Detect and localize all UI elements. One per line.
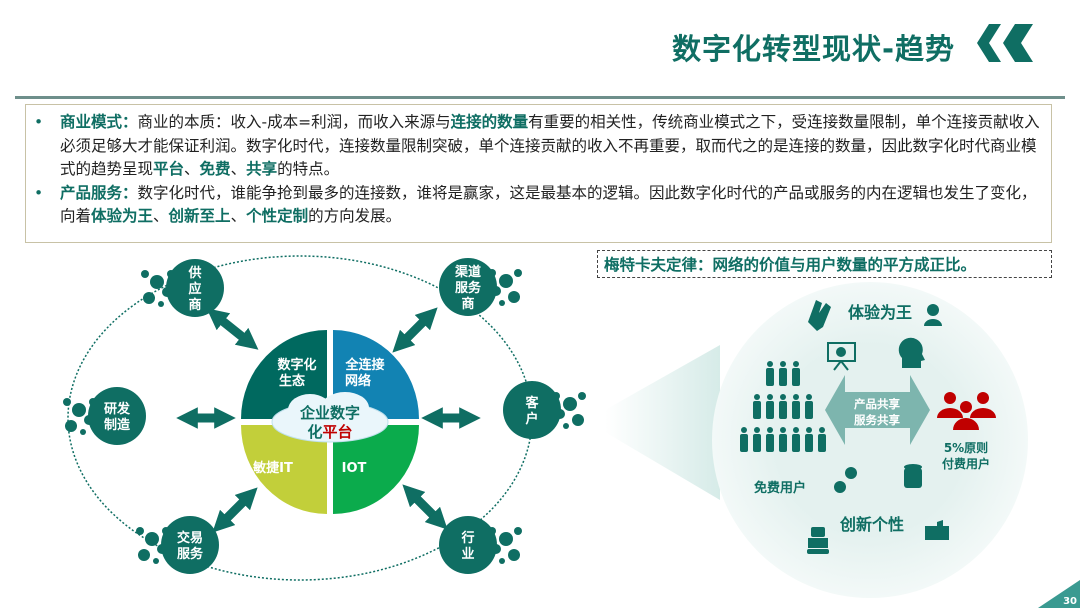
bubble-decoration — [138, 549, 150, 561]
bubble-decoration — [491, 286, 501, 296]
svg-text:户: 户 — [525, 411, 538, 427]
svg-text:付费用户: 付费用户 — [942, 456, 990, 471]
chevron-left-icon — [977, 24, 1033, 62]
text-box: •商业模式：商业的本质：收入-成本=利润，而收入来源与连接的数量有重要的相关性，… — [25, 104, 1052, 243]
bubble-decoration — [89, 398, 97, 406]
divider — [15, 96, 1065, 99]
bubble-decoration — [143, 292, 155, 304]
svg-text:供: 供 — [187, 265, 201, 281]
value-circle — [712, 282, 1028, 598]
free-users-icon — [740, 361, 826, 452]
svg-text:交易: 交易 — [177, 530, 203, 546]
bubble-decoration — [508, 549, 520, 561]
bubble-decoration — [514, 269, 522, 277]
svg-text:商: 商 — [188, 297, 201, 313]
support-agent-icon — [924, 304, 942, 326]
cloud-icon — [271, 392, 389, 443]
svg-text:5%原则: 5%原则 — [944, 441, 988, 455]
svg-text:生态: 生态 — [279, 373, 305, 389]
svg-text:服务: 服务 — [455, 280, 482, 296]
brain-gears-icon — [898, 337, 925, 368]
bullet-product-service: •产品服务：数字化时代，谁能争抢到最多的连接数，谁将是赢家，这是最基本的逻辑。因… — [34, 183, 1037, 226]
node-5: 行业 — [439, 516, 522, 574]
bubble-decoration — [563, 397, 577, 411]
svg-text:IOT: IOT — [342, 461, 367, 476]
bubble-decoration — [84, 415, 94, 425]
bubble-decoration — [508, 291, 520, 303]
bubble-decoration — [499, 532, 513, 546]
puzzle-icon — [925, 520, 949, 540]
svg-text:商: 商 — [461, 296, 474, 312]
svg-text:制造: 制造 — [104, 417, 131, 433]
svg-text:渠道: 渠道 — [454, 264, 481, 280]
bubble-decoration — [158, 301, 164, 307]
svg-text:免费用户: 免费用户 — [754, 480, 806, 496]
svg-text:敏捷IT: 敏捷IT — [252, 460, 293, 476]
bubble-decoration — [136, 527, 144, 535]
svg-text:企业数字: 企业数字 — [299, 404, 360, 422]
svg-text:研发: 研发 — [104, 401, 131, 417]
bubble-decoration — [157, 544, 167, 554]
page-title: 数字化转型现状-趋势 — [671, 32, 955, 66]
node-0: 供应商 — [141, 259, 224, 317]
gears-icon — [834, 467, 857, 493]
bubble-decoration — [167, 270, 175, 278]
database-icon — [904, 464, 922, 488]
svg-text:全连接: 全连接 — [344, 357, 384, 373]
svg-text:客: 客 — [525, 395, 539, 411]
bubble-decoration — [488, 269, 496, 277]
bubble-decoration — [491, 544, 501, 554]
bubble-decoration — [162, 527, 170, 535]
svg-text:30: 30 — [1063, 596, 1077, 607]
node-3: 客户 — [503, 381, 586, 439]
svg-text:数字化: 数字化 — [277, 357, 316, 373]
bubble-decoration — [514, 527, 522, 535]
metcalfe-law: 梅特卡夫定律：网络的价值与用户数量的平方成正比。 — [597, 250, 1052, 278]
paid-users-icon — [937, 392, 996, 430]
page-number-badge: 30 — [1038, 580, 1080, 608]
bubble-decoration — [572, 414, 584, 426]
svg-text:创新个性: 创新个性 — [839, 515, 904, 534]
svg-text:产品共享: 产品共享 — [854, 397, 900, 411]
bubble-decoration — [499, 558, 505, 564]
bubble-decoration — [162, 287, 172, 297]
bubble-decoration — [552, 392, 560, 400]
bubble-decoration — [153, 558, 159, 564]
bubble-decoration — [145, 532, 159, 546]
robot-icon — [807, 527, 829, 554]
bullet-business-model: •商业模式：商业的本质：收入-成本=利润，而收入来源与连接的数量有重要的相关性，… — [34, 113, 1040, 178]
presentation-icon — [827, 342, 856, 371]
bubble-decoration — [578, 392, 586, 400]
svg-text:化平台: 化平台 — [307, 423, 352, 441]
svg-text:体验为王: 体验为王 — [848, 303, 912, 322]
svg-text:应: 应 — [188, 281, 201, 297]
svg-text:业: 业 — [461, 546, 474, 562]
double-arrows — [176, 307, 481, 533]
bubble-decoration — [150, 275, 164, 289]
bubble-decoration — [488, 527, 496, 535]
bubble-decoration — [63, 398, 71, 406]
bubble-decoration — [80, 429, 86, 435]
bubble-decoration — [555, 409, 565, 419]
platform-pie: 数字化 生态 全连接 网络 敏捷IT IOT 企业数字 化平台 — [241, 330, 419, 514]
svg-text:服务: 服务 — [177, 546, 204, 562]
svg-text:网络: 网络 — [345, 373, 371, 389]
bidirectional-share-arrow — [825, 375, 930, 445]
bubble-decoration — [65, 420, 77, 432]
bubble-decoration — [72, 403, 86, 417]
bubble-decoration — [563, 423, 569, 429]
svg-text:服务共享: 服务共享 — [854, 413, 900, 427]
bubble-decoration — [499, 274, 513, 288]
svg-text:行: 行 — [460, 530, 474, 546]
clapping-hands-icon — [808, 300, 831, 331]
bubble-decoration — [499, 300, 505, 306]
bubble-decoration — [141, 270, 149, 278]
